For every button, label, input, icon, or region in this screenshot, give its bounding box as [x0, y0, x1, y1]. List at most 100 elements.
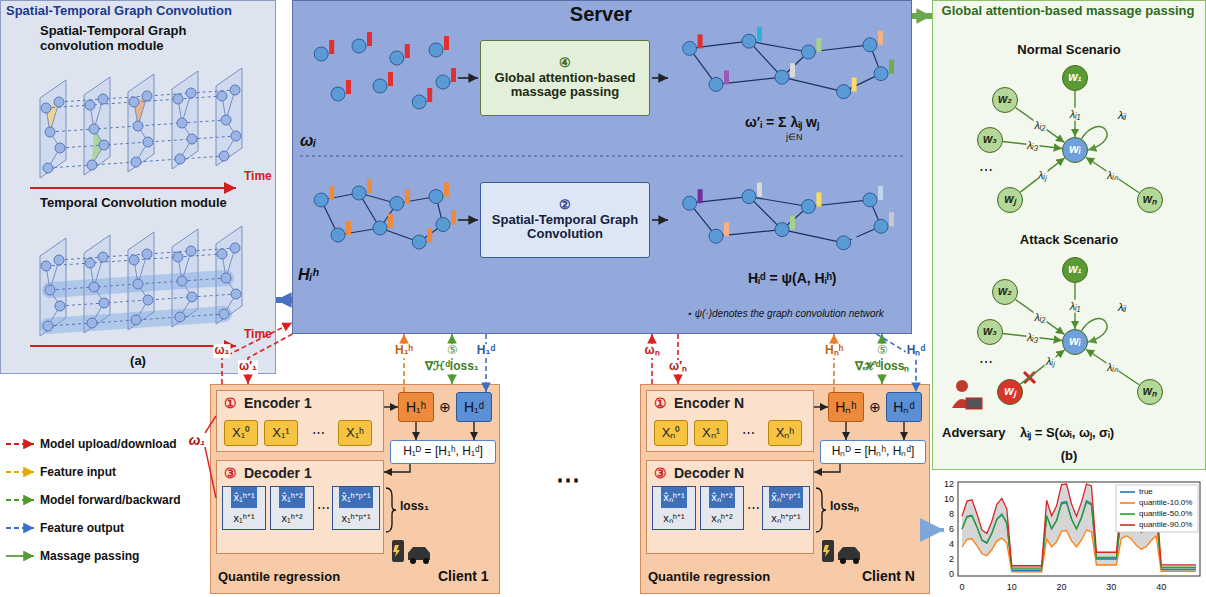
- label: lossₙ: [830, 500, 859, 514]
- time-arrow: [30, 187, 236, 189]
- client-dot: [775, 70, 789, 84]
- client-dot: [352, 39, 366, 53]
- connector: [1020, 350, 1064, 384]
- legend-sample: [6, 443, 34, 445]
- node-label: Hₙʰ: [831, 399, 860, 415]
- legend-sample: [6, 471, 34, 473]
- car-icon: [408, 547, 430, 560]
- leader-line: [205, 447, 216, 498]
- graph-node-dot: [143, 137, 153, 147]
- chart-legend-label: quantile-50.0%: [1139, 509, 1192, 518]
- connector: [903, 422, 904, 440]
- connector: [415, 422, 416, 440]
- feature-bar: [698, 34, 703, 48]
- edge-label: λᵢ₂: [1034, 311, 1047, 324]
- label: (b): [1061, 449, 1078, 464]
- graph-node: w₁: [1062, 65, 1088, 91]
- node-label: w₃: [979, 325, 1001, 339]
- edge-label: Hₙᵈ: [906, 344, 926, 358]
- chart-legend-sample: [1120, 513, 1135, 515]
- label: ⋯: [312, 426, 325, 441]
- client-dot: [412, 95, 426, 109]
- process-box: ④Global attention-based massage passing: [480, 40, 650, 116]
- client-box: X₁⁰X₁¹X₁ʰ①Encoder 1H₁ʰH₁ᵈH₁ᴰ = [H₁ʰ, H₁ᵈ…: [210, 384, 500, 594]
- car-icon: [410, 558, 416, 564]
- client-dot: [801, 45, 815, 59]
- graph-node: wᵢ: [1062, 137, 1088, 163]
- label: Spatial-Temporal Graph convolution modul…: [40, 24, 250, 54]
- edge-label: ω′ₙ: [668, 360, 688, 374]
- client-dot: [390, 51, 404, 65]
- connector: [485, 334, 487, 392]
- graph-node-dot: [221, 115, 231, 125]
- label: λᵢⱼ = S(ωᵢ, ωⱼ, σᵢ): [1020, 426, 1114, 441]
- feature-box: X₁¹: [264, 420, 298, 446]
- client-dot: [863, 193, 877, 207]
- tick-label: 10: [1007, 582, 1017, 592]
- label: loss₁: [400, 500, 429, 514]
- client-dot: [801, 200, 815, 214]
- graph-node-dot: [173, 94, 183, 104]
- connector: [384, 406, 398, 407]
- graph-node: wⱼ: [997, 379, 1023, 405]
- client-dot: [331, 228, 345, 242]
- client-dot: [314, 47, 328, 61]
- node-label: Global attention-based massage passing: [481, 71, 649, 101]
- label: ω₁: [189, 432, 206, 448]
- graph-node-dot: [173, 252, 183, 262]
- panel-title: Global attention-based massage passing: [940, 4, 1196, 19]
- feature-bar: [346, 80, 351, 94]
- legend-label: Feature output: [40, 521, 124, 535]
- graph-node-dot: [85, 258, 95, 268]
- feature-bar: [889, 212, 894, 226]
- label: ω′ᵢ = Σ λᵢⱼ wⱼ: [745, 114, 819, 130]
- graph-node-dot: [133, 279, 143, 289]
- graph-node-dot: [99, 140, 109, 150]
- connector: [1016, 108, 1065, 143]
- node-label: w₂: [994, 285, 1016, 299]
- output-cell: x̂₁ʰ⁺¹x₁ʰ⁺¹: [222, 486, 266, 530]
- label: ⋯: [742, 426, 755, 441]
- feature-bar: [388, 72, 393, 86]
- graph-node: w₂: [992, 279, 1018, 305]
- chart-legend-sample: [1120, 491, 1135, 493]
- concat-box: Hₙᴰ = [Hₙʰ, Hₙᵈ]: [820, 440, 926, 464]
- chart-legend-label: true: [1139, 487, 1153, 496]
- connector: [845, 422, 846, 440]
- graph-node-dot: [230, 85, 240, 95]
- graph-node-dot: [129, 255, 139, 265]
- time-link: [60, 136, 236, 148]
- node-label: Encoder N: [674, 395, 744, 411]
- feature-bar: [444, 36, 449, 50]
- legend-label: Feature input: [40, 465, 116, 479]
- predicted-value: x̂ₙʰ⁺²: [709, 487, 734, 508]
- label: Hᵢᵈ = ψ(A, Hᵢʰ): [748, 270, 837, 286]
- feature-bar: [427, 88, 432, 102]
- client-dot: [412, 235, 426, 249]
- graph-node-dot: [133, 121, 143, 131]
- connector: [384, 464, 410, 472]
- charger-icon: [822, 540, 834, 562]
- graph-plane: [128, 74, 154, 172]
- chart-legend-label: quantile-10.0%: [1139, 498, 1192, 507]
- feature-box: X₁ʰ: [338, 420, 372, 446]
- edge-label: λᵢ₃: [1026, 331, 1039, 344]
- node-label: Hₙᵈ: [889, 399, 918, 415]
- graph-node-dot: [219, 151, 229, 161]
- graph-node: w₁: [1062, 257, 1088, 283]
- node-label: Encoder 1: [244, 395, 312, 411]
- edge-label: λᵢₙ: [1106, 169, 1119, 182]
- chart-legend-sample: [1120, 524, 1135, 526]
- connector: [222, 323, 292, 384]
- connector: [881, 334, 883, 384]
- leader-line: [205, 416, 216, 433]
- edge-label: H₁ʰ: [394, 344, 414, 358]
- feature-bar: [405, 190, 410, 204]
- label: Quantile regression: [218, 570, 340, 585]
- feature-bar: [367, 32, 372, 46]
- graph-node: wₙ: [1137, 187, 1163, 213]
- output-cell: x̂₁ʰ⁺ᵖ⁺¹x₁ʰ⁺ᵖ⁺¹: [332, 486, 380, 530]
- edge-label: ∇ℋᵈloss₁: [424, 360, 480, 374]
- target-value: x₁ʰ⁺¹: [231, 508, 256, 529]
- tick-label: 8: [949, 509, 954, 519]
